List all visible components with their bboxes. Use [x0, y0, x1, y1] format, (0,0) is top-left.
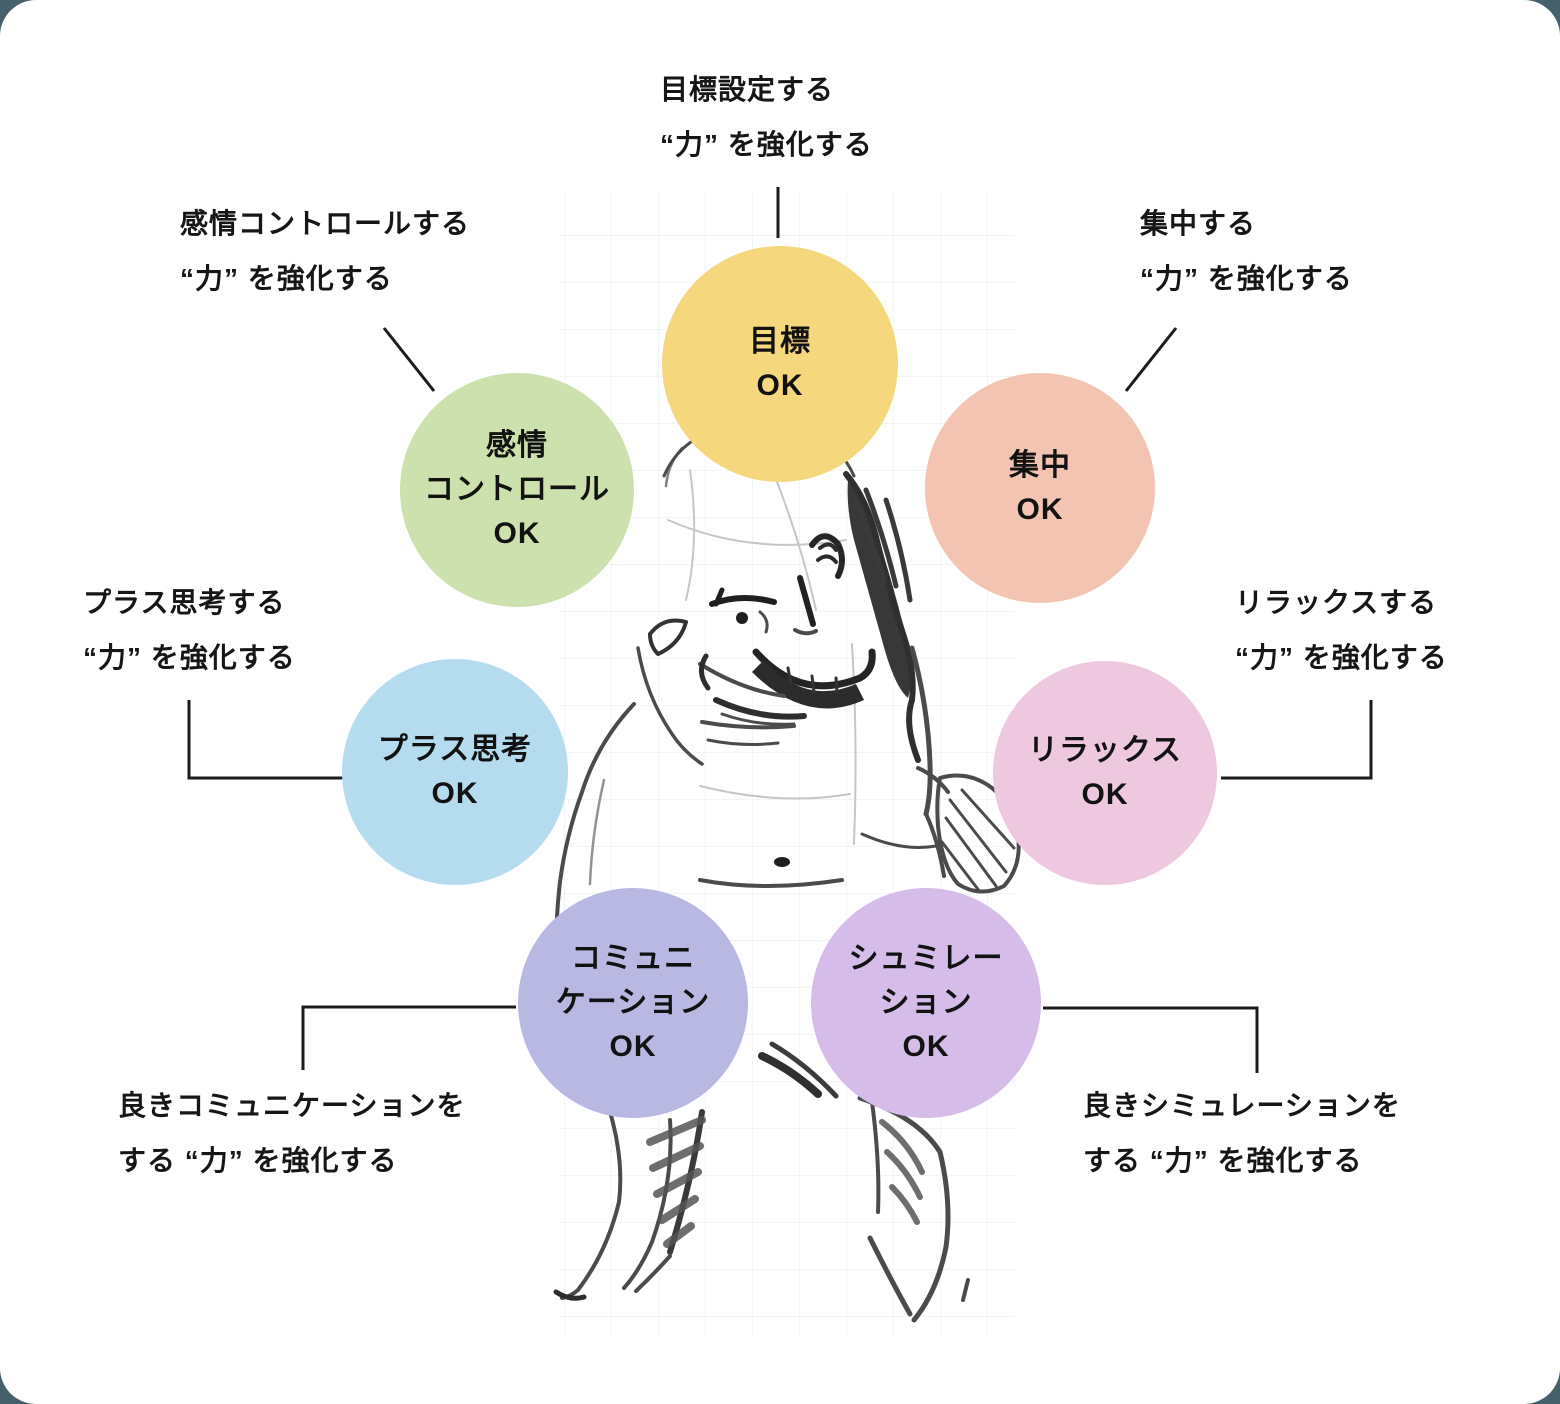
circle-simulation-label: シュミレー ション OK: [848, 941, 1004, 1064]
circle-focus: 集中 OK: [925, 373, 1155, 603]
circle-focus-label: 集中 OK: [1009, 448, 1071, 526]
annotation-goal: 目標設定する “力” を強化する: [660, 74, 873, 160]
circle-positive-thinking-label: プラス思考 OK: [377, 732, 533, 810]
annotation-communication: 良きコミュニケーションを する “力” を強化する: [118, 1090, 466, 1176]
annotation-focus: 集中する “力” を強化する: [1140, 208, 1353, 294]
annotation-simulation: 良きシミュレーションを する “力” を強化する: [1083, 1090, 1401, 1176]
circle-goal-label: 目標 OK: [749, 324, 811, 402]
circle-communication-label: コミュニ ケーション OK: [555, 941, 711, 1064]
circle-communication: コミュニ ケーション OK: [518, 888, 748, 1118]
circle-relax-label: リラックス OK: [1027, 733, 1183, 811]
circle-emotion-control: 感情 コントロール OK: [400, 373, 634, 607]
circle-goal: 目標 OK: [662, 246, 898, 482]
circle-positive-thinking: プラス思考 OK: [342, 659, 568, 885]
circle-simulation: シュミレー ション OK: [811, 888, 1041, 1118]
annotation-relax: リラックスする “力” を強化する: [1235, 587, 1448, 673]
circle-relax: リラックス OK: [993, 661, 1217, 885]
annotation-emotion-control: 感情コントロールする “力” を強化する: [180, 208, 471, 294]
annotation-positive-thinking: プラス思考する “力” を強化する: [83, 587, 296, 673]
circle-emotion-control-label: 感情 コントロール OK: [424, 428, 610, 551]
